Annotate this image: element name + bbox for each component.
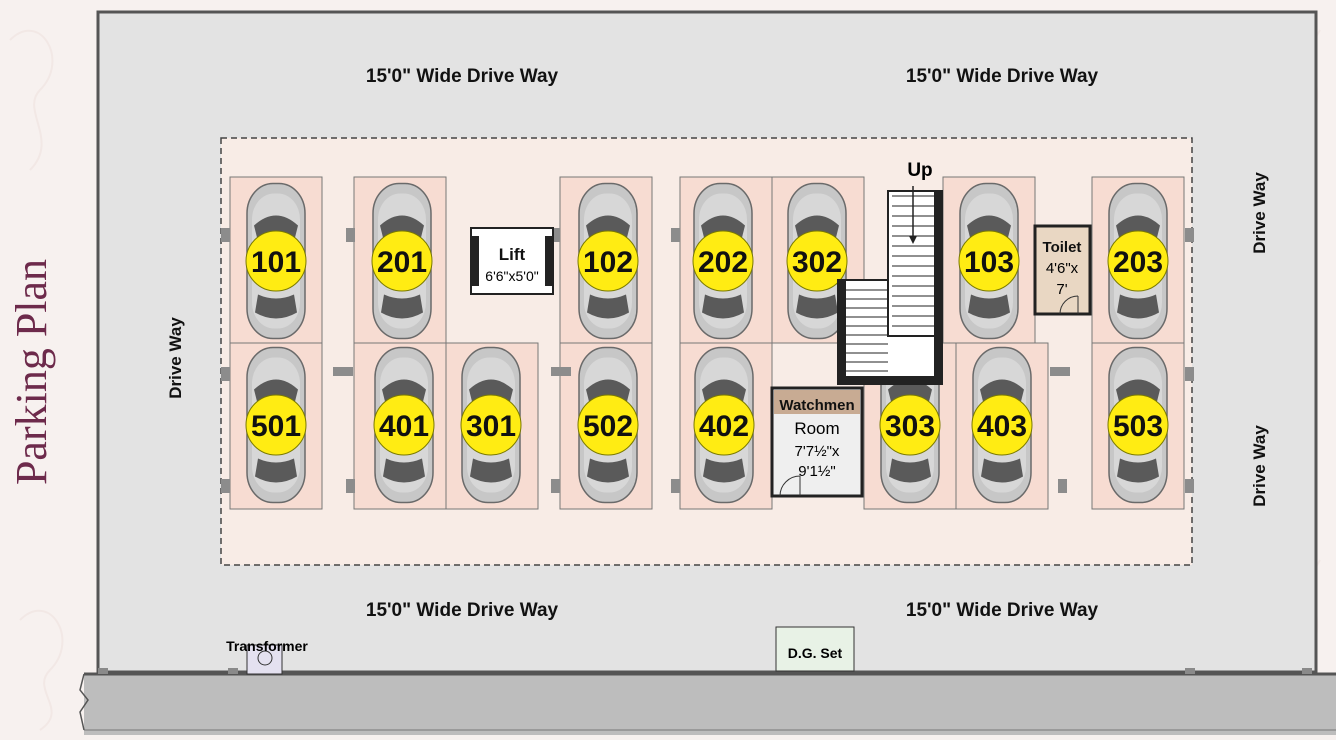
slot-number: 301 — [466, 410, 516, 443]
car-rear-window — [1117, 294, 1159, 319]
slot-number: 102 — [583, 246, 633, 279]
watchmen-size: 7'7½"x — [795, 443, 840, 460]
slot-badge — [577, 230, 639, 292]
slot-badge — [693, 394, 755, 456]
watchmen-label: Watchmen — [779, 397, 854, 414]
dg-set: D.G. Set — [775, 626, 855, 672]
drive-way-bottom-right: 15'0" Wide Drive Way — [906, 600, 1099, 621]
slot-number: 203 — [1113, 246, 1163, 279]
slot-badge — [371, 230, 433, 292]
toilet-size: 4'6"x — [1046, 260, 1079, 277]
car-rear-window — [587, 294, 629, 319]
slot-number: 503 — [1113, 410, 1163, 443]
lift-size: 6'6"x5'0" — [485, 268, 538, 284]
slot-badge — [577, 394, 639, 456]
slot-badge — [786, 230, 848, 292]
drive-way-bottom-left: 15'0" Wide Drive Way — [366, 600, 559, 621]
car-rear-window — [255, 458, 297, 483]
slot-badge — [958, 230, 1020, 292]
toilet-size-2: 7' — [1056, 281, 1067, 298]
slot-number: 302 — [792, 246, 842, 279]
car-rear-window — [381, 294, 423, 319]
drive-way-top-right: 15'0" Wide Drive Way — [906, 66, 1099, 87]
slot-badge — [879, 394, 941, 456]
toilet: Toilet 4'6"x 7' — [1033, 224, 1092, 316]
slot-number: 303 — [885, 410, 935, 443]
parking-slot: 501 — [245, 346, 307, 504]
car-rear-window — [255, 294, 297, 319]
drive-way-top-left: 15'0" Wide Drive Way — [366, 66, 559, 87]
transformer-label: Transformer — [226, 638, 308, 654]
parking-slot: 201 — [371, 182, 433, 340]
slot-badge — [460, 394, 522, 456]
page-title: Parking Plan — [7, 259, 56, 485]
toilet-label: Toilet — [1043, 239, 1082, 256]
slot-number: 201 — [377, 246, 427, 279]
car-rear-window — [1117, 458, 1159, 483]
slot-badge — [245, 230, 307, 292]
parking-slot: 303 — [879, 346, 941, 504]
slot-number: 403 — [977, 410, 1027, 443]
slot-number: 501 — [251, 410, 301, 443]
car-rear-window — [587, 458, 629, 483]
watchmen-size-2: 9'1½" — [798, 463, 835, 480]
car-rear-window — [981, 458, 1023, 483]
slot-badge — [1107, 230, 1169, 292]
cars: 101 201 102 202 302 103 203 501 401 301 502 402 303 4… — [245, 182, 1169, 504]
parking-slot: 402 — [693, 346, 755, 504]
car-rear-window — [889, 458, 931, 483]
car-rear-window — [703, 458, 745, 483]
slot-badge — [971, 394, 1033, 456]
road — [84, 674, 1336, 735]
slot-badge — [373, 394, 435, 456]
slot-number: 103 — [964, 246, 1014, 279]
slot-number: 502 — [583, 410, 633, 443]
staircase: Up — [837, 160, 943, 385]
parking-slot: 101 — [245, 182, 307, 340]
parking-slot: 103 — [958, 182, 1020, 340]
parking-slot: 502 — [577, 346, 639, 504]
dg-set-label: D.G. Set — [788, 645, 843, 661]
car-rear-window — [702, 294, 744, 319]
slot-number: 202 — [698, 246, 748, 279]
car-rear-window — [968, 294, 1010, 319]
slot-badge — [245, 394, 307, 456]
parking-slot: 102 — [577, 182, 639, 340]
parking-slot: 503 — [1107, 346, 1169, 504]
car-rear-window — [470, 458, 512, 483]
parking-slot: 403 — [971, 346, 1033, 504]
drive-way-right-top: Drive Way — [1250, 172, 1269, 254]
up-label: Up — [907, 160, 932, 181]
parking-slot: 401 — [373, 346, 435, 504]
watchmen-room-label: Room — [794, 419, 839, 438]
lift: Lift 6'6"x5'0" — [470, 227, 554, 295]
watchmen-room: Watchmen Room 7'7½"x 9'1½" — [770, 386, 864, 498]
parking-slot: 203 — [1107, 182, 1169, 340]
slot-badge — [1107, 394, 1169, 456]
drive-way-right-bottom: Drive Way — [1250, 425, 1269, 507]
parking-slot: 301 — [460, 346, 522, 504]
slot-number: 101 — [251, 246, 301, 279]
car-rear-window — [383, 458, 425, 483]
gate-marks — [98, 668, 1312, 674]
columns — [221, 228, 1194, 493]
drive-way-left: Drive Way — [166, 317, 185, 399]
parking-slot: 302 — [786, 182, 848, 340]
parking-slot: 202 — [692, 182, 754, 340]
slot-badge — [692, 230, 754, 292]
slot-number: 402 — [699, 410, 749, 443]
transformer: Transformer — [226, 638, 308, 675]
lift-label: Lift — [499, 245, 526, 264]
slot-number: 401 — [379, 410, 429, 443]
car-rear-window — [796, 294, 838, 319]
